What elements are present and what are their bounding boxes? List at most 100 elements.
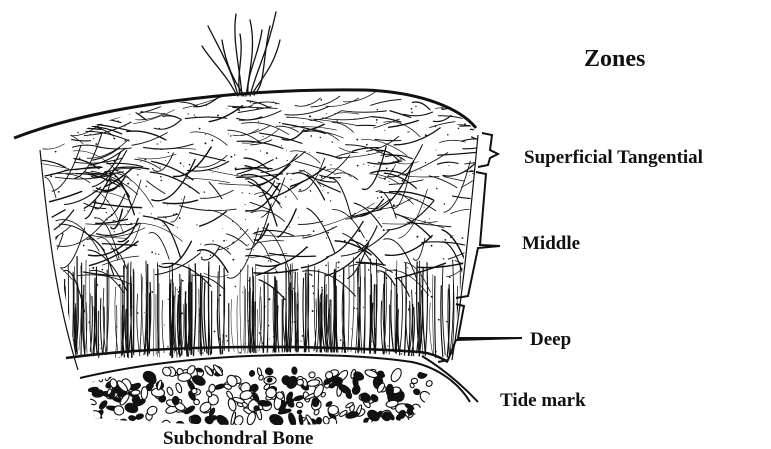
bone-pebble [117, 418, 130, 431]
tuft-fiber [250, 12, 276, 96]
fiber [100, 298, 102, 352]
cell-dot [199, 128, 201, 130]
fiber [474, 188, 510, 196]
cell-dot [401, 353, 402, 354]
cell-dot [97, 284, 98, 285]
cell-dot [449, 276, 451, 278]
cell-dot [249, 193, 250, 194]
fiber [158, 214, 178, 217]
cell-dot [177, 289, 178, 290]
cell-dot [50, 175, 52, 177]
cell-dot [408, 199, 410, 201]
fiber [37, 210, 65, 226]
cell-dot [330, 200, 331, 201]
fiber [137, 294, 140, 356]
cell-dot [273, 336, 275, 338]
cell-dot [205, 134, 206, 135]
cell-dot [245, 211, 246, 212]
cell-dot [266, 152, 268, 154]
cell-dot [227, 248, 229, 250]
cell-dot [127, 309, 128, 310]
cell-dot [34, 187, 35, 188]
fiber [381, 161, 414, 208]
cell-dot [442, 264, 443, 265]
cell-dot [449, 308, 450, 309]
cell-dot [268, 260, 269, 261]
cell-dot [428, 197, 430, 199]
cell-dot [308, 234, 310, 236]
fiber [298, 221, 322, 224]
cell-dot [260, 150, 261, 151]
cell-dot [116, 326, 117, 327]
cell-dot [276, 271, 278, 273]
fiber [240, 269, 242, 353]
fiber [77, 101, 100, 107]
cell-dot [344, 240, 346, 242]
fiber [58, 300, 61, 353]
cell-dot [441, 108, 442, 109]
cell-dot [230, 135, 232, 137]
bone-pebble [411, 378, 417, 383]
cell-dot [219, 333, 220, 334]
cell-dot [73, 290, 74, 291]
cell-dot [415, 106, 416, 107]
cell-dot [191, 330, 192, 331]
cell-dot [36, 300, 38, 302]
cell-dot [258, 140, 259, 141]
cell-dot [247, 320, 249, 322]
cell-dot [102, 269, 104, 271]
cell-dot [327, 232, 329, 234]
bone-pebble [287, 412, 297, 427]
cartilage-tissue [14, 83, 525, 402]
cell-dot [444, 203, 446, 205]
fiber [351, 257, 354, 351]
fiber [320, 175, 341, 178]
fiber [96, 219, 128, 223]
fiber [469, 105, 489, 115]
cell-dot [408, 308, 409, 309]
cell-dot [425, 134, 427, 136]
fiber [53, 130, 83, 144]
cell-dot [40, 304, 42, 306]
fiber [471, 129, 509, 144]
cell-dot [354, 213, 356, 215]
cell-dot [287, 160, 288, 161]
fiber [227, 234, 248, 246]
cell-dot [422, 295, 423, 296]
cell-dot [438, 319, 440, 321]
fiber [115, 287, 118, 351]
cell-dot [420, 200, 421, 201]
cell-dot [452, 260, 453, 261]
cell-dot [245, 149, 246, 150]
cell-dot [450, 236, 452, 238]
cell-dot [291, 322, 292, 323]
cell-dot [167, 346, 168, 347]
cell-dot [155, 253, 156, 254]
cell-dot [400, 158, 402, 160]
cell-dot [286, 226, 287, 227]
cell-dot [58, 191, 60, 193]
cell-dot [226, 335, 228, 337]
cell-dot [169, 353, 170, 354]
cell-dot [396, 296, 397, 297]
cell-dot [92, 267, 94, 269]
cell-dot [118, 120, 120, 122]
cell-dot [470, 152, 471, 153]
cell-dot [473, 323, 475, 325]
cell-dot [159, 128, 161, 130]
cell-dot [368, 165, 369, 166]
cell-dot [85, 272, 86, 273]
cell-dot [268, 325, 270, 327]
fiber [134, 110, 175, 124]
cell-dot [144, 158, 146, 160]
bone-pebble [297, 410, 302, 414]
fiber [208, 170, 249, 178]
fiber [391, 279, 394, 352]
fiber [394, 128, 440, 145]
fiber [438, 162, 458, 164]
fiber [70, 122, 90, 128]
cell-dot [182, 280, 184, 282]
cell-dot [217, 168, 218, 169]
fiber [439, 140, 465, 142]
fiber [433, 275, 434, 354]
